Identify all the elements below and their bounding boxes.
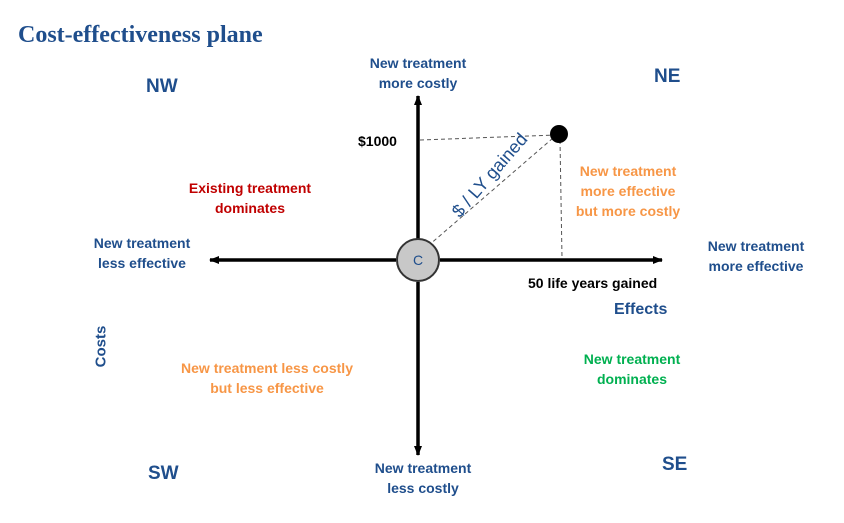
nw-note-line1: Existing treatment	[188, 180, 312, 196]
top-axis-line2: more costly	[378, 75, 458, 91]
effects-axis-label: Effects	[614, 301, 668, 318]
quadrant-nw-label: NW	[146, 76, 178, 97]
sw-note-line1: New treatment less costly	[181, 360, 353, 376]
right-axis-line1: New treatment	[707, 238, 805, 254]
left-axis-line2: less effective	[98, 255, 186, 271]
page-title: Cost-effectiveness plane	[18, 22, 263, 48]
effect-value-label: 50 life years gained	[528, 275, 658, 291]
top-axis-line1: New treatment	[369, 55, 467, 71]
left-axis-label: New treatment less effective	[72, 233, 212, 273]
quadrant-sw-label: SW	[148, 463, 179, 484]
top-axis-label: New treatment more costly	[338, 53, 498, 93]
nw-note-line2: dominates	[214, 200, 285, 216]
ne-note-line1: New treatment	[579, 163, 677, 179]
se-note-line2: dominates	[596, 371, 667, 387]
costs-axis-label: Costs	[92, 325, 110, 368]
bottom-axis-line1: New treatment	[374, 460, 472, 476]
treatment-point	[550, 125, 568, 143]
sw-note: New treatment less costly but less effec…	[170, 358, 364, 398]
right-axis-line2: more effective	[708, 258, 804, 274]
bottom-axis-line2: less costly	[387, 480, 459, 496]
cost-guide-line	[419, 134, 557, 141]
ne-note-line3: but more costly	[575, 203, 681, 219]
left-axis-line1: New treatment	[93, 235, 191, 251]
origin-label: C	[412, 252, 424, 268]
sw-note-line2: but less effective	[210, 380, 324, 396]
effect-guide-line	[559, 139, 563, 259]
origin-circle	[396, 238, 440, 282]
right-axis-label: New treatment more effective	[684, 236, 828, 276]
ne-note-line2: more effective	[580, 183, 676, 199]
ne-note: New treatment more effective but more co…	[560, 161, 696, 221]
quadrant-ne-label: NE	[654, 66, 681, 87]
se-note: New treatment dominates	[562, 349, 702, 389]
cost-value-label: $1000	[358, 133, 397, 149]
bottom-axis-label: New treatment less costly	[343, 458, 503, 498]
se-note-line1: New treatment	[583, 351, 681, 367]
nw-note: Existing treatment dominates	[170, 178, 330, 218]
quadrant-se-label: SE	[662, 454, 688, 475]
